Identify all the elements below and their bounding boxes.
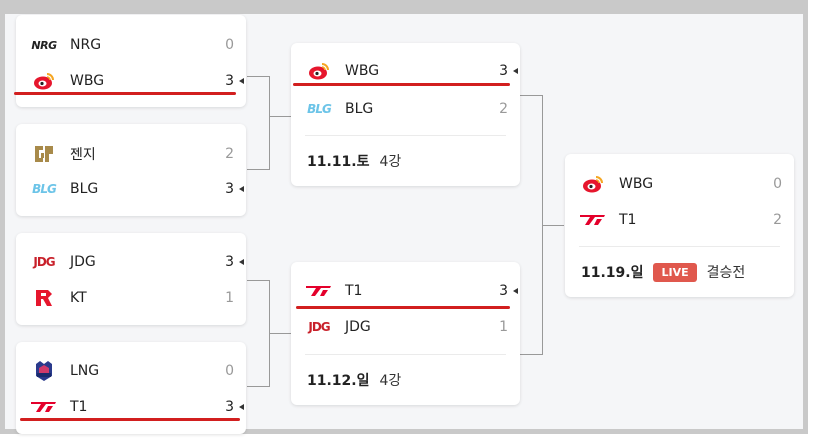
team-row-t1: T1 3 [303, 279, 518, 303]
team-score: 0 [773, 176, 782, 192]
connector-qf4-h [247, 386, 269, 387]
connector-sf2-out [520, 354, 542, 355]
team-score: 3 [499, 63, 508, 79]
connector-qf3-h [247, 280, 269, 281]
live-badge: LIVE [653, 262, 697, 282]
winner-indicator-icon [513, 288, 518, 294]
gen-logo [28, 144, 60, 164]
team-score: 1 [225, 290, 234, 306]
kt-logo [28, 288, 60, 308]
connector-sf1-out [520, 95, 542, 96]
connector-qf12-v [269, 76, 270, 170]
match-date: 11.12.일 [307, 373, 370, 389]
team-name: KT [70, 290, 87, 306]
connector-sf1-in [269, 116, 291, 117]
blg-logo: BLG [307, 102, 332, 116]
team-score: 3 [225, 73, 234, 89]
match-card-sf2[interactable]: T1 3 JDG JDG 1 11.12.일 4강 [291, 262, 520, 405]
match-card-qf3[interactable]: JDG JDG 3 KT 1 [16, 233, 246, 325]
match-round: 결승전 [706, 265, 746, 281]
winner-underline [20, 418, 240, 421]
match-meta: 11.19.일 LIVE 결승전 [581, 262, 745, 282]
t1-logo [577, 210, 609, 230]
match-meta: 11.11.토 4강 [307, 151, 401, 171]
team-row-wbg: WBG 3 [303, 59, 518, 83]
match-card-qf2[interactable]: 젠지 2 BLG BLG 3 [16, 124, 246, 216]
team-score: 3 [499, 283, 508, 299]
team-row-t1: T1 2 [577, 208, 782, 232]
winner-underline [296, 306, 510, 309]
connector-qf1-h [247, 76, 269, 77]
team-name: BLG [70, 181, 99, 197]
winner-underline [293, 83, 510, 86]
team-score: 1 [499, 319, 508, 335]
team-row-blg: BLG BLG 2 [303, 97, 508, 121]
team-name: T1 [345, 283, 363, 299]
match-meta: 11.12.일 4강 [307, 370, 401, 390]
team-score: 3 [225, 399, 234, 415]
winner-underline [14, 92, 236, 95]
match-card-sf1[interactable]: WBG 3 BLG BLG 2 11.11.토 4강 [291, 43, 520, 186]
team-row-jdg: JDG JDG 1 [303, 315, 508, 339]
weibo-logo [577, 174, 609, 194]
team-score: 3 [225, 254, 234, 270]
match-date: 11.19.일 [581, 265, 644, 281]
match-card-qf1[interactable]: NRG NRG 0 WBG 3 [16, 15, 246, 107]
t1-logo [303, 281, 335, 301]
match-card-final[interactable]: WBG 0 T1 2 11.19.일 LIVE 결승전 [565, 154, 794, 297]
team-row-lng: LNG 0 [28, 359, 234, 383]
jdg-logo: JDG [33, 255, 55, 269]
team-row-t1: T1 3 [28, 395, 244, 419]
team-name: 젠지 [70, 147, 96, 163]
team-name: LNG [70, 363, 100, 379]
card-divider [305, 135, 506, 136]
nrg-logo: NRG [31, 38, 57, 52]
team-name: T1 [70, 399, 88, 415]
winner-indicator-icon [239, 404, 244, 410]
team-row-wbg: WBG 3 [28, 69, 244, 93]
weibo-logo [28, 71, 60, 91]
team-name: WBG [70, 73, 105, 89]
team-row-blg: BLG BLG 3 [28, 177, 244, 201]
team-name: WBG [619, 176, 654, 192]
team-name: JDG [345, 319, 371, 335]
connector-qf2-h [247, 169, 269, 170]
team-name: T1 [619, 212, 637, 228]
connector-final-in [542, 225, 564, 226]
weibo-logo [303, 61, 335, 81]
team-score: 0 [225, 37, 234, 53]
team-name: BLG [345, 101, 374, 117]
team-score: 0 [225, 363, 234, 379]
lng-logo [28, 361, 60, 381]
match-round: 4강 [379, 373, 402, 389]
winner-indicator-icon [239, 78, 244, 84]
blg-logo: BLG [32, 182, 57, 196]
winner-indicator-icon [239, 186, 244, 192]
match-date: 11.11.토 [307, 154, 370, 170]
team-row-jdg: JDG JDG 3 [28, 250, 244, 274]
card-divider [579, 246, 780, 247]
jdg-logo: JDG [308, 320, 330, 334]
connector-sf2-in [269, 333, 291, 334]
t1-logo [28, 397, 60, 417]
team-name: NRG [70, 37, 102, 53]
winner-indicator-icon [513, 68, 518, 74]
team-score: 2 [225, 146, 234, 162]
team-name: JDG [70, 254, 96, 270]
team-row-nrg: NRG NRG 0 [28, 33, 234, 57]
team-row-kt: KT 1 [28, 286, 234, 310]
match-round: 4강 [379, 154, 402, 170]
card-divider [305, 354, 506, 355]
winner-indicator-icon [239, 259, 244, 265]
team-score: 2 [773, 212, 782, 228]
team-score: 3 [225, 181, 234, 197]
team-row-wbg: WBG 0 [577, 172, 782, 196]
team-score: 2 [499, 101, 508, 117]
team-name: WBG [345, 63, 380, 79]
team-row-gen: 젠지 2 [28, 142, 234, 166]
